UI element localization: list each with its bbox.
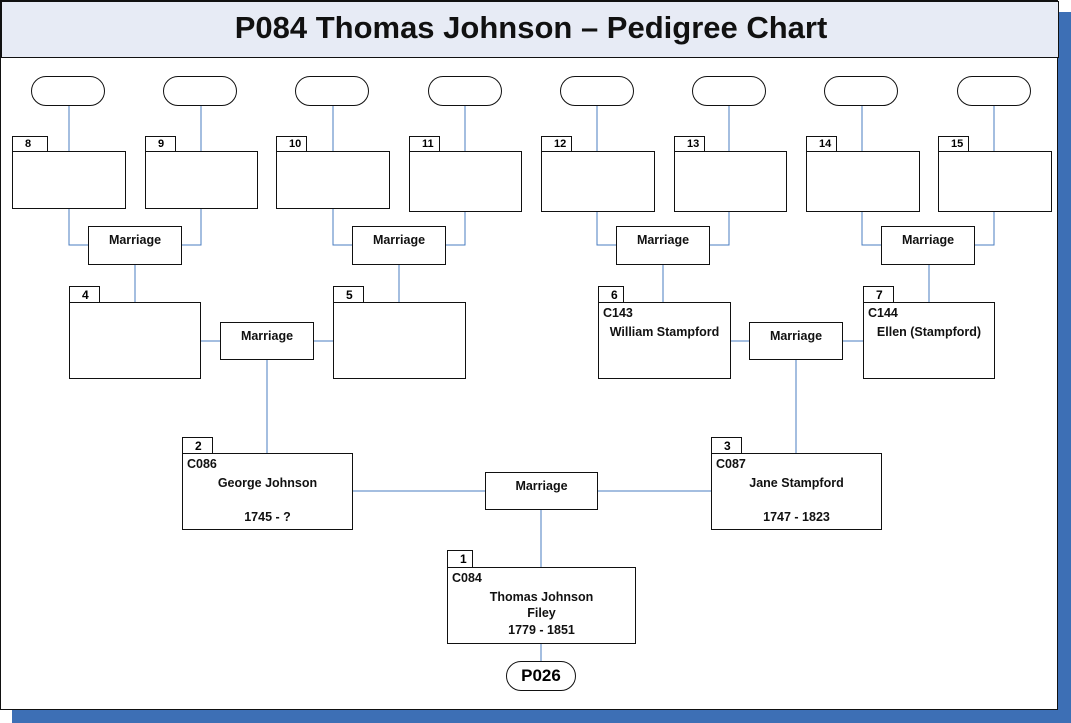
person-dates: 1745 - ? — [244, 510, 291, 524]
unknown-parent-pill — [824, 76, 898, 106]
person-number-tab: 9 — [145, 136, 176, 152]
person-number-tab: 8 — [12, 136, 48, 152]
person-box-5[interactable] — [333, 302, 466, 379]
marriage-box[interactable]: Marriage — [88, 226, 182, 265]
person-box-1[interactable]: C084 Thomas Johnson Filey 1779 - 1851 — [447, 567, 636, 644]
person-number-tab: 5 — [333, 286, 364, 304]
person-code: C144 — [868, 306, 898, 320]
person-box-12[interactable] — [541, 151, 655, 212]
unknown-parent-pill — [31, 76, 105, 106]
person-code: C087 — [716, 457, 746, 471]
person-box-11[interactable] — [409, 151, 522, 212]
marriage-box[interactable]: Marriage — [220, 322, 314, 360]
person-number-tab: 12 — [541, 136, 572, 152]
person-code: C084 — [452, 571, 482, 585]
marriage-box[interactable]: Marriage — [616, 226, 710, 265]
person-box-4[interactable] — [69, 302, 201, 379]
person-box-7[interactable]: C144 Ellen (Stampford) — [863, 302, 995, 379]
person-box-2[interactable]: C086 George Johnson 1745 - ? — [182, 453, 353, 530]
person-box-6[interactable]: C143 William Stampford — [598, 302, 731, 379]
unknown-parent-pill — [957, 76, 1031, 106]
person-code: C143 — [603, 306, 633, 320]
person-number-tab: 6 — [598, 286, 624, 304]
person-number-tab: 13 — [674, 136, 705, 152]
person-box-3[interactable]: C087 Jane Stampford 1747 - 1823 — [711, 453, 882, 530]
marriage-box[interactable]: Marriage — [749, 322, 843, 360]
reference-pill[interactable]: P026 — [506, 661, 576, 691]
person-dates: 1747 - 1823 — [763, 510, 830, 524]
person-box-9[interactable] — [145, 151, 258, 209]
person-name: Jane Stampford — [749, 476, 844, 490]
person-name: William Stampford — [609, 325, 720, 339]
person-code: C086 — [187, 457, 217, 471]
person-number-tab: 3 — [711, 437, 742, 455]
person-number-tab: 10 — [276, 136, 307, 152]
person-name: Ellen (Stampford) — [876, 325, 982, 339]
person-name: George Johnson — [217, 476, 318, 490]
unknown-parent-pill — [560, 76, 634, 106]
unknown-parent-pill — [295, 76, 369, 106]
person-box-8[interactable] — [12, 151, 126, 209]
page-title: P084 Thomas Johnson – Pedigree Chart — [234, 10, 828, 45]
person-number-tab: 11 — [409, 136, 440, 152]
person-box-13[interactable] — [674, 151, 787, 212]
person-box-14[interactable] — [806, 151, 920, 212]
unknown-parent-pill — [428, 76, 502, 106]
person-number-tab: 2 — [182, 437, 213, 455]
unknown-parent-pill — [163, 76, 237, 106]
marriage-box[interactable]: Marriage — [881, 226, 975, 265]
person-number-tab: 4 — [69, 286, 100, 304]
person-number-tab: 1 — [447, 550, 473, 568]
person-number-tab: 14 — [806, 136, 837, 152]
title-bar: P084 Thomas Johnson – Pedigree Chart — [1, 1, 1059, 58]
person-box-15[interactable] — [938, 151, 1052, 212]
unknown-parent-pill — [692, 76, 766, 106]
person-box-10[interactable] — [276, 151, 390, 209]
person-place: Filey — [527, 606, 556, 620]
person-dates: 1779 - 1851 — [508, 623, 575, 637]
person-number-tab: 7 — [863, 286, 894, 304]
person-number-tab: 15 — [938, 136, 969, 152]
marriage-box[interactable]: Marriage — [485, 472, 598, 510]
marriage-box[interactable]: Marriage — [352, 226, 446, 265]
person-name: Thomas Johnson — [489, 590, 594, 604]
